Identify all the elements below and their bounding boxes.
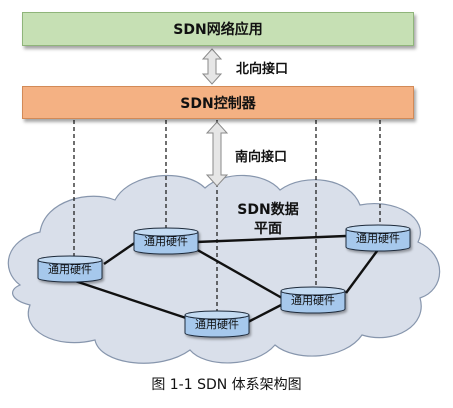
- network-link: [345, 246, 381, 294]
- device-top: [37, 255, 103, 265]
- network-link: [195, 234, 347, 244]
- network-links: [65, 234, 381, 324]
- network-link: [193, 246, 283, 300]
- northbound-arrow: [201, 48, 223, 85]
- southbound-interface-label: 南向接口: [235, 150, 288, 165]
- network-link: [247, 301, 286, 324]
- device-top: [184, 310, 250, 320]
- northbound-interface-label: 北向接口: [236, 62, 289, 77]
- controller-label: SDN控制器: [180, 95, 256, 112]
- data-plane-label-line2: 平面: [254, 221, 282, 237]
- device-label: 通用硬件: [291, 294, 335, 307]
- hardware-device-5: 通用硬件: [184, 310, 250, 338]
- hardware-device-1: 通用硬件: [37, 255, 103, 283]
- data-plane-label-line1: SDN数据: [237, 201, 298, 218]
- figure-caption: 图 1-1 SDN 体系架构图: [151, 377, 302, 393]
- device-layer: 通用硬件通用硬件通用硬件通用硬件通用硬件: [37, 224, 411, 338]
- network-link: [103, 241, 137, 265]
- data-plane-cloud: [7, 174, 441, 364]
- device-label: 通用硬件: [356, 232, 400, 245]
- sdn-controller-layer: SDN控制器: [22, 86, 414, 119]
- device-top: [133, 227, 199, 237]
- device-label: 通用硬件: [144, 235, 188, 248]
- device-label: 通用硬件: [48, 263, 92, 276]
- sdn-network-application-layer: SDN网络应用: [22, 12, 414, 46]
- network-link: [65, 276, 187, 320]
- device-label: 通用硬件: [195, 318, 239, 331]
- hardware-device-3: 通用硬件: [345, 224, 411, 252]
- hardware-device-4: 通用硬件: [280, 286, 346, 314]
- device-top: [280, 286, 346, 296]
- app-layer-label: SDN网络应用: [173, 22, 263, 38]
- hardware-device-2: 通用硬件: [133, 227, 199, 255]
- southbound-arrow: [205, 121, 229, 187]
- control-links: [73, 120, 381, 316]
- device-top: [345, 224, 411, 234]
